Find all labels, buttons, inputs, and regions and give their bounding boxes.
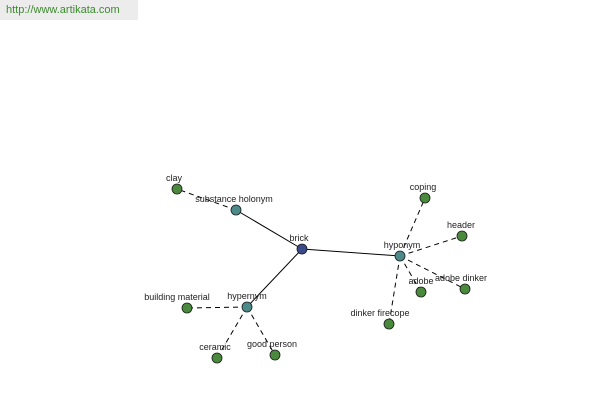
relation-label-hypernym: hypernym — [227, 291, 267, 301]
edge-hypernym-good-person — [246, 306, 276, 356]
edge-substance-holonym-clay — [176, 188, 237, 211]
edge-hyponym-dinker-firecope — [388, 255, 401, 325]
graph-edges — [176, 188, 466, 359]
root-node-brick[interactable] — [296, 243, 308, 255]
leaf-node-clay[interactable] — [171, 183, 183, 195]
leaf-node-adobe[interactable] — [415, 286, 427, 298]
relation-node-substance-holonym[interactable] — [230, 204, 242, 216]
relation-node-hyponym[interactable] — [394, 250, 406, 262]
leaf-label-building-material: building material — [144, 292, 210, 302]
edge-hyponym-adobe-dinker — [399, 255, 466, 290]
edge-hyponym-header — [399, 235, 463, 257]
graph-labels: brick substance holonym clay hyponym coping h… — [144, 173, 487, 352]
edge-hypernym-building-material — [186, 306, 248, 309]
leaf-label-coping: coping — [410, 182, 437, 192]
leaf-label-dinker-firecope: dinker firecope — [350, 308, 409, 318]
leaf-label-header: header — [447, 220, 475, 230]
leaf-label-adobe-dinker: adobe dinker — [435, 273, 487, 283]
leaf-node-good-person[interactable] — [269, 349, 281, 361]
edge-hypernym-ceramic — [216, 306, 248, 359]
leaf-node-coping[interactable] — [419, 192, 431, 204]
relation-label-hyponym: hyponym — [384, 240, 421, 250]
leaf-label-adobe: adobe — [408, 276, 433, 286]
graph-nodes — [171, 183, 471, 364]
edge-hyponym-coping — [399, 197, 426, 257]
edge-brick-hypernym — [246, 248, 303, 308]
edge-brick-substance-holonym — [235, 209, 303, 250]
source-url-banner[interactable]: http://www.artikata.com — [0, 0, 138, 20]
relation-node-hypernym[interactable] — [241, 301, 253, 313]
relation-label-substance-holonym: substance holonym — [195, 194, 273, 204]
leaf-label-clay: clay — [166, 173, 183, 183]
leaf-node-adobe-dinker[interactable] — [459, 283, 471, 295]
edge-brick-hyponym — [301, 248, 401, 257]
leaf-node-dinker-firecope[interactable] — [383, 318, 395, 330]
leaf-label-good-person: good person — [247, 339, 297, 349]
leaf-node-header[interactable] — [456, 230, 468, 242]
leaf-node-ceramic[interactable] — [211, 352, 223, 364]
leaf-label-ceramic: ceramic — [199, 342, 231, 352]
root-label-brick: brick — [289, 233, 309, 243]
edge-hyponym-adobe — [399, 255, 422, 293]
leaf-node-building-material[interactable] — [181, 302, 193, 314]
